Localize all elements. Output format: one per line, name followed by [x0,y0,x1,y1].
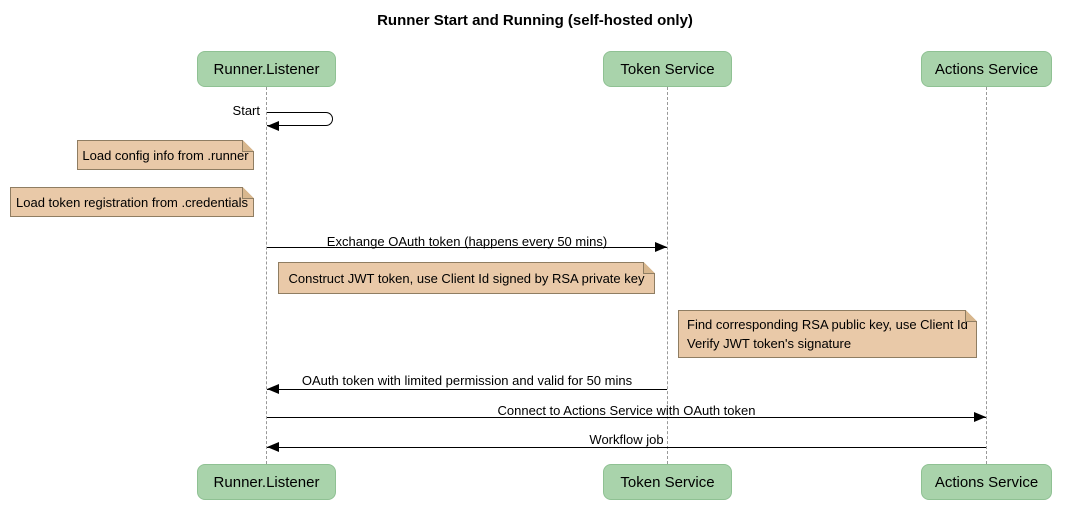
note-fold-icon [643,262,655,274]
arrowhead-left-icon [267,121,279,131]
arrowhead-right-icon [655,242,667,252]
message-oauth-token-label: OAuth token with limited permission and … [301,373,633,388]
note-verify-jwt-line2: Verify JWT token's signature [687,336,852,351]
message-workflow-job-line [267,447,986,448]
message-oauth-token-line [267,389,667,390]
arrowhead-left-icon [267,384,279,394]
note-fold-icon [965,310,977,322]
message-exchange-oauth-line [267,247,667,248]
note-fold-icon [242,187,254,199]
note-verify-jwt: Find corresponding RSA public key, use C… [678,310,977,358]
lifeline-token-service [667,87,668,464]
note-fold-icon [242,140,254,152]
arrowhead-right-icon [974,412,986,422]
message-exchange-oauth-label: Exchange OAuth token (happens every 50 m… [326,234,608,249]
actor-actions-service-bottom: Actions Service [921,464,1052,500]
message-workflow-job-label: Workflow job [589,432,664,447]
actor-runner-listener-bottom: Runner.Listener [197,464,336,500]
note-load-token-registration: Load token registration from .credential… [10,187,254,217]
self-message-start-label: Start [232,103,260,118]
actor-actions-service-top: Actions Service [921,51,1052,87]
lifeline-runner-listener [266,87,267,464]
diagram-title: Runner Start and Running (self-hosted on… [377,12,693,29]
lifeline-actions-service [986,87,987,464]
actor-runner-listener-top: Runner.Listener [197,51,336,87]
message-connect-actions-line [267,417,986,418]
arrowhead-left-icon [267,442,279,452]
note-load-token-registration-text: Load token registration from .credential… [16,194,248,210]
note-construct-jwt: Construct JWT token, use Client Id signe… [278,262,655,294]
note-load-config: Load config info from .runner [77,140,254,170]
self-message-start-loop [267,112,333,126]
message-connect-actions-label: Connect to Actions Service with OAuth to… [497,403,756,418]
note-construct-jwt-text: Construct JWT token, use Client Id signe… [288,270,645,286]
actor-token-service-bottom: Token Service [603,464,732,500]
note-verify-jwt-line1: Find corresponding RSA public key, use C… [687,317,968,332]
actor-token-service-top: Token Service [603,51,732,87]
note-load-config-text: Load config info from .runner [82,147,249,163]
